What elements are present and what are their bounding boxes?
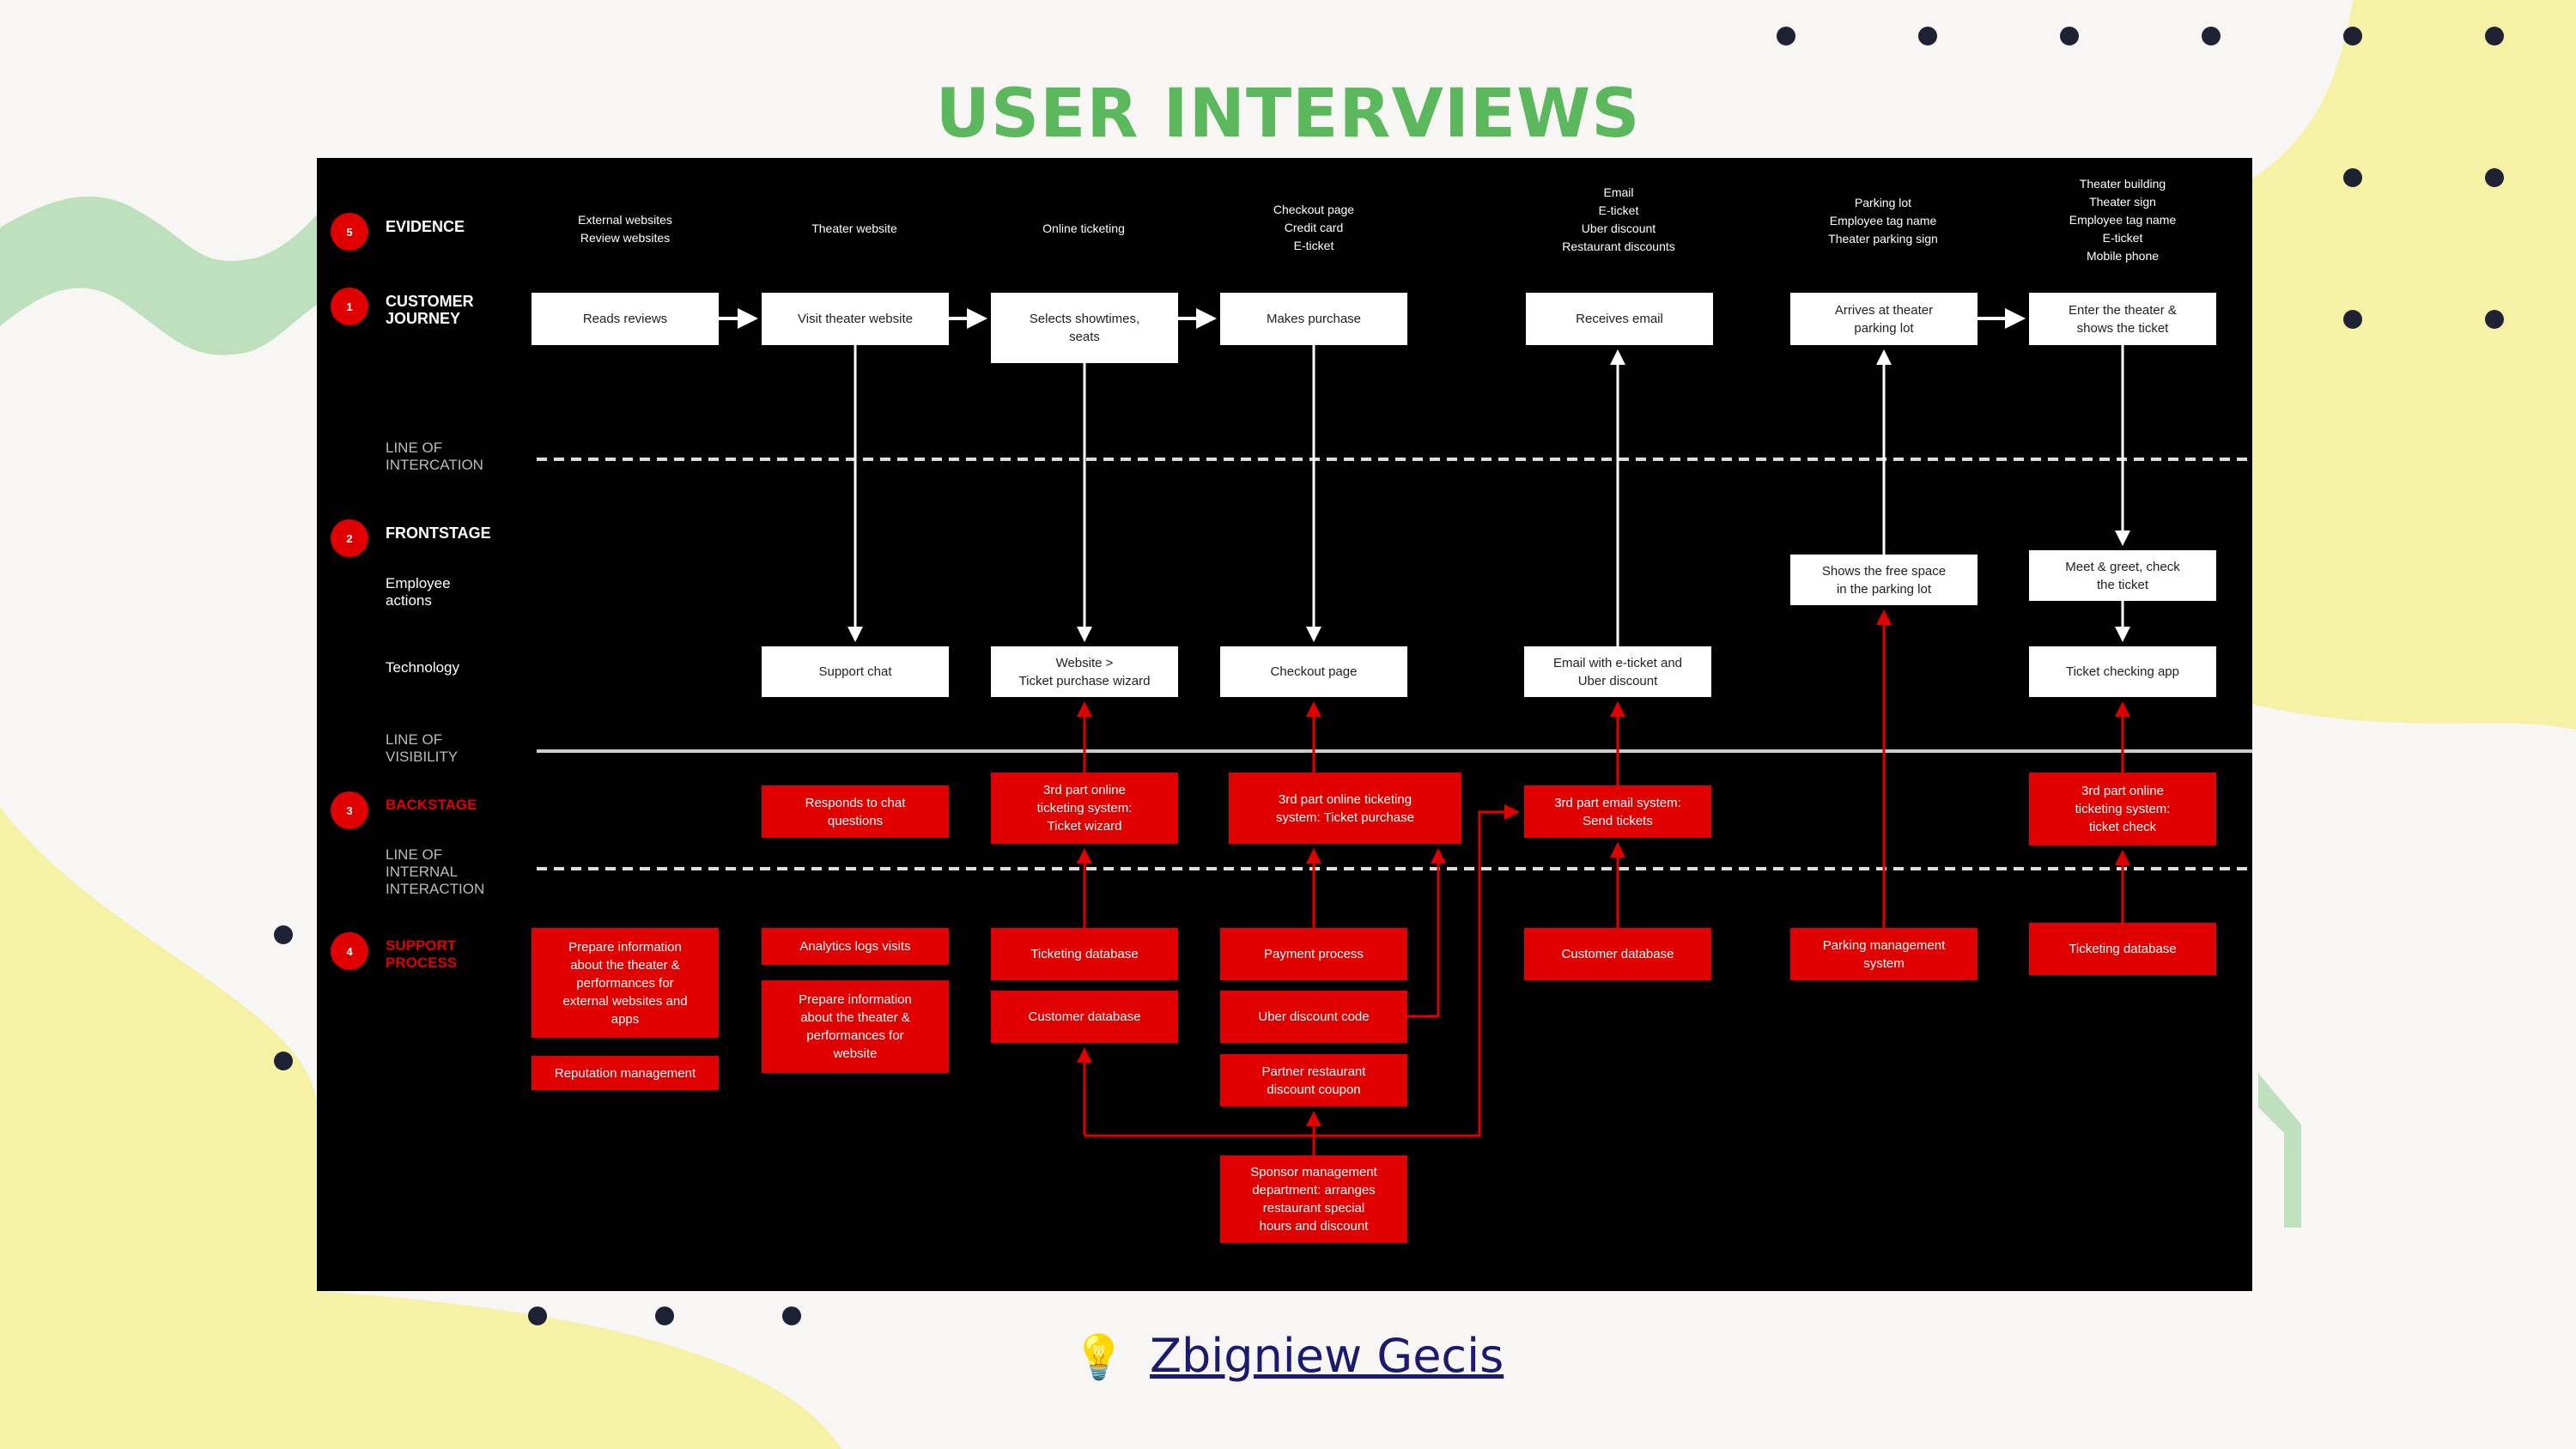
lane-label: LINE OF INTERNAL INTERACTION: [386, 846, 485, 897]
lane-number-badge: 4: [331, 932, 368, 970]
journey-step[interactable]: Arrives at theater parking lot: [1790, 293, 1978, 345]
technology-item[interactable]: Ticket checking app: [2029, 646, 2216, 697]
footer: 💡 Zbigniew Gecis: [0, 1329, 2576, 1383]
support-item[interactable]: Partner restaurant discount coupon: [1220, 1054, 1407, 1106]
evidence-item: Email E-ticket Uber discount Restaurant …: [1562, 185, 1675, 253]
uber-to-backstage-arrow: [1407, 848, 1446, 1018]
connector-layer: [537, 308, 2252, 1155]
backstage-item[interactable]: 3rd part email system: Send tickets: [1524, 785, 1711, 838]
employee-action[interactable]: Meet & greet, check the ticket: [2029, 550, 2216, 601]
lane-number-badge: 1: [331, 288, 368, 325]
lane-number-badge: 2: [331, 519, 368, 557]
lane-label: EVIDENCE: [386, 218, 465, 235]
lane-label: LINE OF VISIBILITY: [386, 731, 459, 765]
technology-item[interactable]: Email with e-ticket and Uber discount: [1524, 646, 1711, 697]
page-title: USER INTERVIEWS: [935, 76, 1641, 153]
support-item[interactable]: Ticketing database: [2029, 923, 2216, 975]
support-item[interactable]: Uber discount code: [1220, 991, 1407, 1043]
technology-item[interactable]: Support chat: [762, 646, 949, 697]
lane-number-badge: 3: [331, 791, 368, 829]
author-link[interactable]: Zbigniew Gecis: [1150, 1329, 1504, 1383]
journey-step[interactable]: Selects showtimes, seats: [991, 293, 1178, 363]
backstage-item[interactable]: Responds to chat questions: [762, 785, 949, 838]
evidence-item: Theater building Theater sign Employee t…: [2069, 177, 2177, 263]
journey-step[interactable]: Receives email: [1526, 293, 1713, 345]
green-outline-right: [2258, 1073, 2301, 1228]
lane-label: BACKSTAGE: [386, 797, 477, 813]
support-item[interactable]: Reputation management: [532, 1056, 719, 1090]
employee-action[interactable]: Shows the free space in the parking lot: [1790, 555, 1978, 605]
lane-label: CUSTOMER JOURNEY: [386, 293, 474, 327]
support-item[interactable]: Prepare information about the theater & …: [532, 928, 719, 1038]
backstage-item[interactable]: 3rd part online ticketing system: Ticket…: [991, 773, 1178, 844]
lane-label: FRONTSTAGE: [386, 524, 491, 542]
journey-step[interactable]: Makes purchase: [1220, 293, 1407, 345]
support-item[interactable]: Customer database: [991, 991, 1178, 1043]
journey-step[interactable]: Enter the theater & shows the ticket: [2029, 293, 2216, 345]
technology-item[interactable]: Checkout page: [1220, 646, 1407, 697]
technology-item[interactable]: Website > Ticket purchase wizard: [991, 646, 1178, 697]
yellow-blob-bottom-left: [0, 807, 841, 1449]
lightbulb-icon: 💡: [1072, 1332, 1127, 1382]
sponsor-loop: [1084, 804, 1520, 1137]
evidence-item: Theater website: [811, 221, 897, 235]
dot-grid: [274, 27, 2504, 1325]
lane-label: LINE OF INTERCATION: [386, 440, 483, 473]
evidence-item: Checkout page Credit card E-ticket: [1273, 203, 1355, 252]
support-item[interactable]: Prepare information about the theater & …: [762, 980, 949, 1073]
support-item[interactable]: Payment process: [1220, 928, 1407, 980]
support-item[interactable]: Sponsor management department: arranges …: [1220, 1155, 1407, 1243]
service-blueprint: 5 EVIDENCE 1 CUSTOMER JOURNEY LINE OF INTERC…: [317, 158, 2252, 1291]
support-item[interactable]: Ticketing database: [991, 928, 1178, 980]
evidence-item: Online ticketing: [1042, 221, 1125, 235]
green-wave-left: [0, 196, 317, 355]
support-item[interactable]: Parking management system: [1790, 928, 1978, 980]
support-item[interactable]: Customer database: [1524, 928, 1711, 980]
journey-step[interactable]: Visit theater website: [762, 293, 949, 345]
evidence-item: External websites Review websites: [578, 213, 672, 245]
evidence-item: Parking lot Employee tag name Theater pa…: [1828, 196, 1938, 246]
lane-label: Employee actions: [386, 575, 451, 609]
backstage-item[interactable]: 3rd part online ticketing system: Ticket…: [1229, 773, 1461, 844]
backstage-item[interactable]: 3rd part online ticketing system: ticket…: [2029, 773, 2216, 846]
lane-label: Technology: [386, 659, 460, 676]
lane-label: SUPPORT PROCESS: [386, 937, 458, 971]
lane-number-badge: 5: [331, 213, 368, 251]
journey-step[interactable]: Reads reviews: [532, 293, 719, 345]
support-item[interactable]: Analytics logs visits: [762, 928, 949, 965]
